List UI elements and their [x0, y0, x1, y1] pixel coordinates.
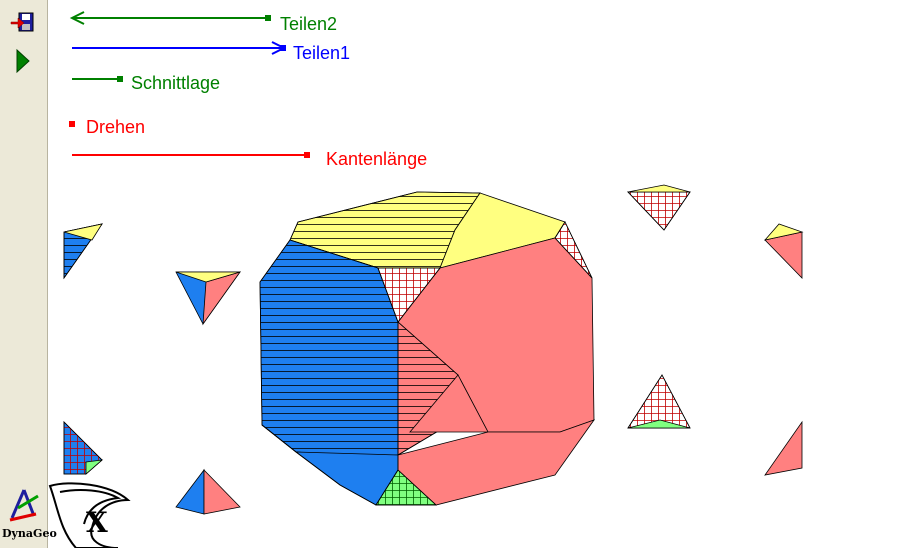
dynageo-logo: [4, 486, 44, 526]
corner-piece: [627, 184, 691, 231]
slider-label-drehen: Drehen: [86, 117, 146, 137]
slider-label-teilen2: Teilen2: [280, 14, 338, 34]
slider-kantenlaenge[interactable]: [72, 152, 310, 158]
slider-drehen[interactable]: [69, 121, 75, 127]
slider-label-schnittlage: Schnittlage: [131, 73, 221, 93]
corner-piece: [63, 421, 104, 475]
drawing-canvas[interactable]: X Teilen2 Teilen1 Schnittlage Drehen Kan…: [48, 0, 898, 548]
compass-icon: [9, 489, 39, 522]
slider-handle[interactable]: [280, 45, 286, 51]
dynageo-x-logo: X: [48, 482, 131, 548]
logo-text: DynaGeo: [2, 527, 57, 540]
corner-piece: [763, 223, 804, 279]
exit-icon: [10, 12, 34, 32]
corner-piece: [175, 468, 241, 515]
slider-handle[interactable]: [265, 15, 271, 21]
corner-piece: [764, 420, 803, 476]
slider-handle[interactable]: [304, 152, 310, 158]
corner-piece: [627, 374, 691, 429]
corner-piece: [175, 271, 241, 326]
svg-text:X: X: [86, 506, 108, 539]
truncated-cube: [259, 191, 596, 506]
slider-teilen1[interactable]: [72, 41, 287, 55]
toolbar: DynaGeo: [0, 0, 57, 548]
corner-piece: [63, 223, 103, 280]
play-icon: [16, 48, 30, 74]
exit-button[interactable]: [6, 8, 40, 38]
slider-schnittlage[interactable]: [72, 76, 123, 82]
slider-handle[interactable]: [69, 121, 75, 127]
play-button[interactable]: [6, 46, 40, 76]
slider-teilen2[interactable]: [69, 11, 271, 25]
slider-handle[interactable]: [117, 76, 123, 82]
slider-label-teilen1: Teilen1: [293, 43, 351, 63]
slider-label-kantenlaenge: Kantenlänge: [326, 149, 428, 169]
